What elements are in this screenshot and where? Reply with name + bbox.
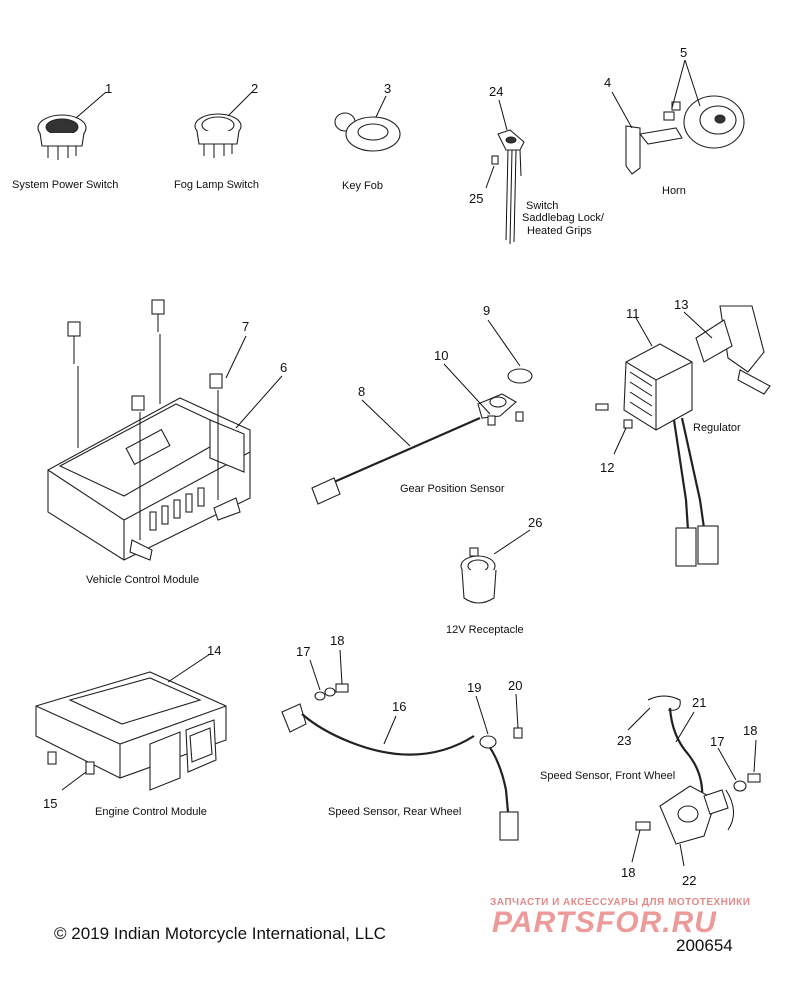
callout-8: 8: [358, 384, 365, 399]
engine-control-module-drawing: [35, 671, 227, 791]
callout-2: 2: [251, 81, 258, 96]
label-vehicle-control-module: Vehicle Control Module: [86, 574, 199, 586]
copyright-notice: © 2019 Indian Motorcycle International, …: [54, 924, 386, 943]
fog-lamp-switch-drawing: [194, 113, 242, 158]
label-system-power-switch: System Power Switch: [12, 179, 118, 191]
label-switch: Switch: [526, 200, 558, 212]
callout-5: 5: [680, 45, 687, 60]
callout-16: 16: [392, 699, 406, 714]
callout-7: 7: [242, 319, 249, 334]
label-speed-sensor-front-wheel: Speed Sensor, Front Wheel: [540, 770, 675, 782]
label-regulator: Regulator: [693, 422, 741, 434]
rear-speed-sensor-drawing: [281, 683, 523, 841]
callout-18: 18: [330, 633, 344, 648]
key-fob-drawing: [334, 112, 401, 152]
label-heated-grips: Heated Grips: [527, 225, 592, 237]
callout-22: 22: [682, 873, 696, 888]
callout-9: 9: [483, 303, 490, 318]
watermark-brand: PARTSFOR.RU: [492, 906, 717, 939]
label-key-fob: Key Fob: [342, 180, 383, 192]
callout-12: 12: [600, 460, 614, 475]
callout-21: 21: [692, 695, 706, 710]
watermark-tagline: ЗАПЧАСТИ И АКСЕССУАРЫ ДЛЯ МОТОТЕХНИКИ: [490, 897, 751, 908]
callout-4: 4: [604, 75, 611, 90]
12v-receptacle-drawing: [460, 547, 497, 604]
callout-15: 15: [43, 796, 57, 811]
system-power-switch-drawing: [37, 114, 87, 160]
callout-20: 20: [508, 678, 522, 693]
callout-17: 17: [296, 644, 310, 659]
document-number: 200654: [676, 936, 733, 955]
callout-26: 26: [528, 515, 542, 530]
callout-19: 19: [467, 680, 481, 695]
vehicle-control-module-drawing: [47, 299, 251, 561]
callout-6: 6: [280, 360, 287, 375]
label-12v-receptacle: 12V Receptacle: [446, 624, 524, 636]
front-speed-sensor-drawing: [635, 695, 761, 845]
callout-17-front: 17: [710, 734, 724, 749]
saddlebag-switch-drawing: [491, 129, 525, 245]
label-speed-sensor-rear-wheel: Speed Sensor, Rear Wheel: [328, 806, 461, 818]
callout-13: 13: [674, 297, 688, 312]
callout-18-lower: 18: [621, 865, 635, 880]
label-horn: Horn: [662, 185, 686, 197]
callout-24: 24: [489, 84, 503, 99]
callout-3: 3: [384, 81, 391, 96]
horn-drawing: [625, 95, 745, 175]
callout-25: 25: [469, 191, 483, 206]
callout-18-front: 18: [743, 723, 757, 738]
label-engine-control-module: Engine Control Module: [95, 806, 207, 818]
callout-11: 11: [626, 306, 640, 321]
callout-1: 1: [105, 81, 112, 96]
callout-23: 23: [617, 733, 631, 748]
callout-10: 10: [434, 348, 448, 363]
label-gear-position-sensor: Gear Position Sensor: [400, 483, 505, 495]
callout-14: 14: [207, 643, 221, 658]
regulator-drawing: [595, 305, 771, 567]
label-saddlebag-lock: Saddlebag Lock/: [522, 212, 605, 224]
label-fog-lamp-switch: Fog Lamp Switch: [174, 179, 259, 191]
